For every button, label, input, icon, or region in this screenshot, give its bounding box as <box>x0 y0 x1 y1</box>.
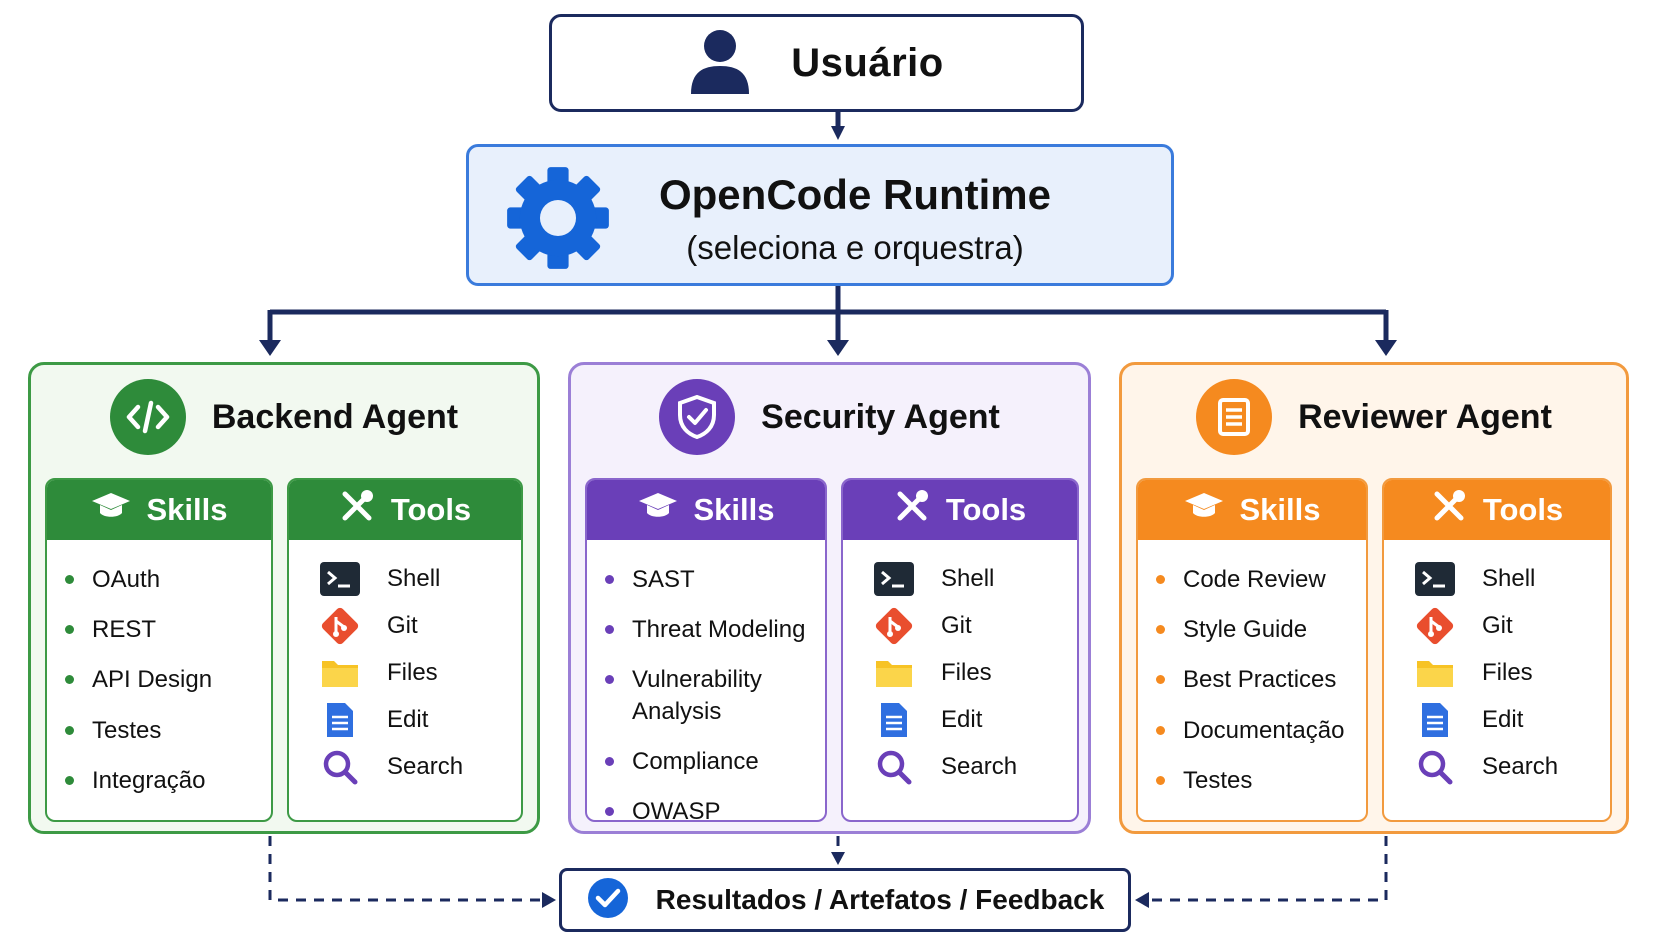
skills-label: Skills <box>146 492 228 527</box>
tool-item: Files <box>319 650 521 696</box>
skills-header: Skills <box>1138 480 1366 540</box>
tool-item: Search <box>1414 744 1610 790</box>
agent-name: Security Agent <box>761 397 1000 436</box>
skill-item: Threat Modeling <box>605 614 817 645</box>
results-label: Resultados / Artefatos / Feedback <box>655 884 1105 915</box>
skills-label: Skills <box>1239 492 1321 527</box>
tools-icon <box>894 488 930 532</box>
tools-header: Tools <box>1384 480 1610 540</box>
tools-header: Tools <box>843 480 1077 540</box>
terminal-icon <box>319 558 361 600</box>
shield-check-icon <box>659 379 736 455</box>
git-icon <box>319 605 361 647</box>
skill-item: Code Review <box>1156 564 1366 595</box>
tools-icon <box>339 488 375 532</box>
tools-panel: Tools Shell Git Files Edit Search <box>1382 478 1612 822</box>
skills-header: Skills <box>587 480 825 540</box>
tools-icon <box>1431 488 1467 532</box>
skill-item: Integração <box>65 765 271 796</box>
terminal-icon <box>873 558 915 600</box>
git-icon <box>873 605 915 647</box>
tool-item: Search <box>319 744 521 790</box>
agent-header: Reviewer Agent <box>1122 377 1626 457</box>
tools-label: Tools <box>390 492 472 527</box>
agent-header: Backend Agent <box>31 377 537 457</box>
skill-item: Documentação <box>1156 715 1366 746</box>
tools-panel: Tools Shell Git Files Edit Search <box>287 478 523 822</box>
git-icon <box>1414 605 1456 647</box>
skills-panel: Skills Code Review Style Guide Best Prac… <box>1136 478 1368 822</box>
tool-item: Edit <box>873 697 1077 743</box>
edit-document-icon <box>873 699 915 741</box>
agent-reviewer: Reviewer Agent Skills Code Review Style … <box>1119 362 1629 834</box>
tools-panel: Tools Shell Git Files Edit Search <box>841 478 1079 822</box>
graduation-cap-icon <box>91 491 131 529</box>
agent-header: Security Agent <box>571 377 1088 457</box>
search-icon <box>319 746 361 788</box>
edit-document-icon <box>319 699 361 741</box>
tool-item: Edit <box>319 697 521 743</box>
edit-document-icon <box>1414 699 1456 741</box>
skill-item: Testes <box>1156 765 1366 796</box>
runtime-subtitle: (seleciona e orquestra) <box>686 229 1024 266</box>
agent-security: Security Agent Skills SAST Threat Modeli… <box>568 362 1091 834</box>
skill-item: Compliance <box>605 746 817 777</box>
search-icon <box>873 746 915 788</box>
folder-icon <box>1414 652 1456 694</box>
skill-item: OAuth <box>65 564 271 595</box>
skill-item: REST <box>65 614 271 645</box>
tool-item: Shell <box>873 556 1077 602</box>
skill-item: Testes <box>65 715 271 746</box>
folder-icon <box>873 652 915 694</box>
results-node: Resultados / Artefatos / Feedback <box>559 868 1131 932</box>
check-circle-icon <box>586 876 630 925</box>
tools-header: Tools <box>289 480 521 540</box>
skill-item: Best Practices <box>1156 664 1366 695</box>
user-node: Usuário <box>549 14 1084 112</box>
skill-item: OWASP <box>605 796 817 820</box>
skills-panel: Skills SAST Threat Modeling Vulnerabilit… <box>585 478 827 822</box>
folder-icon <box>319 652 361 694</box>
agent-name: Backend Agent <box>211 397 459 436</box>
tools-label: Tools <box>1482 492 1564 527</box>
skill-item: Vulnerability Analysis <box>605 664 817 726</box>
graduation-cap-icon <box>1184 491 1224 529</box>
tool-item: Git <box>1414 603 1610 649</box>
skills-header: Skills <box>47 480 271 540</box>
gear-icon <box>505 165 611 276</box>
skills-panel: Skills OAuth REST API Design Testes Inte… <box>45 478 273 822</box>
skill-item: Style Guide <box>1156 614 1366 645</box>
agent-name: Reviewer Agent <box>1298 397 1552 436</box>
document-icon <box>1196 379 1273 455</box>
tool-item: Shell <box>319 556 521 602</box>
tool-item: Git <box>319 603 521 649</box>
tool-item: Shell <box>1414 556 1610 602</box>
user-icon <box>689 28 751 99</box>
runtime-title: OpenCode Runtime <box>658 171 1051 218</box>
tool-item: Search <box>873 744 1077 790</box>
skill-item: API Design <box>65 664 271 695</box>
tool-item: Git <box>873 603 1077 649</box>
tool-item: Files <box>873 650 1077 696</box>
graduation-cap-icon <box>638 491 678 529</box>
skills-label: Skills <box>693 492 775 527</box>
search-icon <box>1414 746 1456 788</box>
tool-item: Edit <box>1414 697 1610 743</box>
skill-item: SAST <box>605 564 817 595</box>
code-icon <box>109 379 186 455</box>
dashed-backend-to-results <box>268 836 545 902</box>
agent-backend: Backend Agent Skills OAuth REST API Desi… <box>28 362 540 834</box>
runtime-node: OpenCode Runtime (seleciona e orquestra) <box>466 144 1174 286</box>
terminal-icon <box>1414 558 1456 600</box>
user-label: Usuário <box>791 40 944 85</box>
tool-item: Files <box>1414 650 1610 696</box>
tools-label: Tools <box>945 492 1027 527</box>
dashed-reviewer-to-results <box>1146 836 1388 902</box>
